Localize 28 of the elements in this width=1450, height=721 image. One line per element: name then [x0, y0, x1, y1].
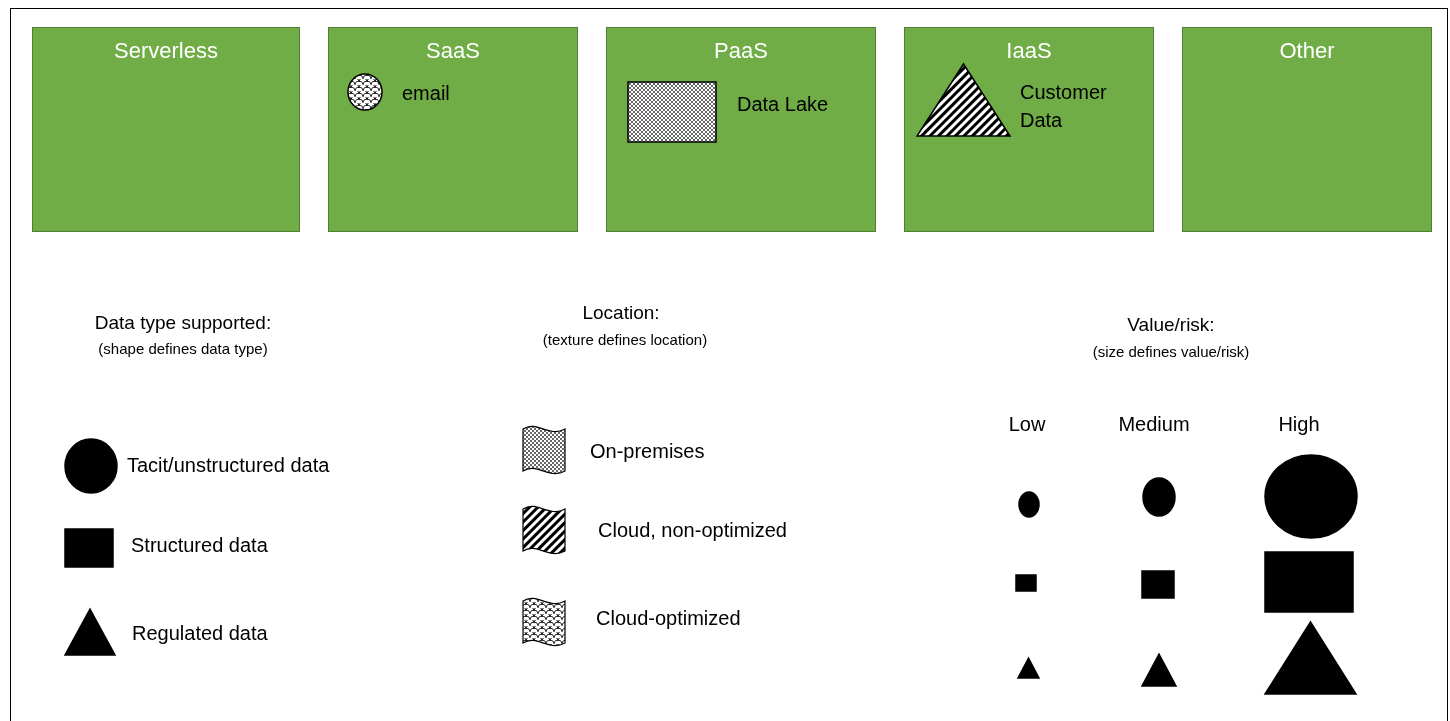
box-title: SaaS: [425, 38, 481, 64]
box-title: PaaS: [713, 38, 769, 64]
section-note: (size defines value/risk): [1092, 343, 1250, 360]
service-box: [1182, 27, 1432, 232]
box-title: IaaS: [1005, 38, 1053, 64]
item-label: Customer Data: [1020, 80, 1108, 133]
item-label: email: [402, 81, 451, 106]
legend-label: Cloud, non-optimized: [598, 519, 787, 542]
service-box: [904, 27, 1154, 232]
section-heading: Location:: [582, 302, 660, 324]
column-heading: Medium: [1118, 413, 1190, 436]
legend-label: On-premises: [590, 440, 705, 463]
service-box: [328, 27, 578, 232]
item-label: Data Lake: [737, 92, 830, 117]
column-heading: High: [1278, 413, 1320, 436]
section-heading: Data type supported:: [94, 312, 272, 334]
legend-label: Cloud-optimized: [596, 607, 741, 630]
section-note: (texture defines location): [542, 331, 708, 348]
column-heading: Low: [1008, 413, 1046, 436]
service-box: [32, 27, 300, 232]
legend-label: Structured data: [131, 534, 268, 557]
box-title: Serverless: [113, 38, 219, 64]
service-box: [606, 27, 876, 232]
legend-label: Tacit/unstructured data: [127, 454, 330, 477]
legend-label: Regulated data: [132, 622, 268, 645]
section-heading: Value/risk:: [1127, 314, 1215, 336]
section-note: (shape defines data type): [98, 340, 268, 357]
box-title: Other: [1278, 38, 1336, 64]
